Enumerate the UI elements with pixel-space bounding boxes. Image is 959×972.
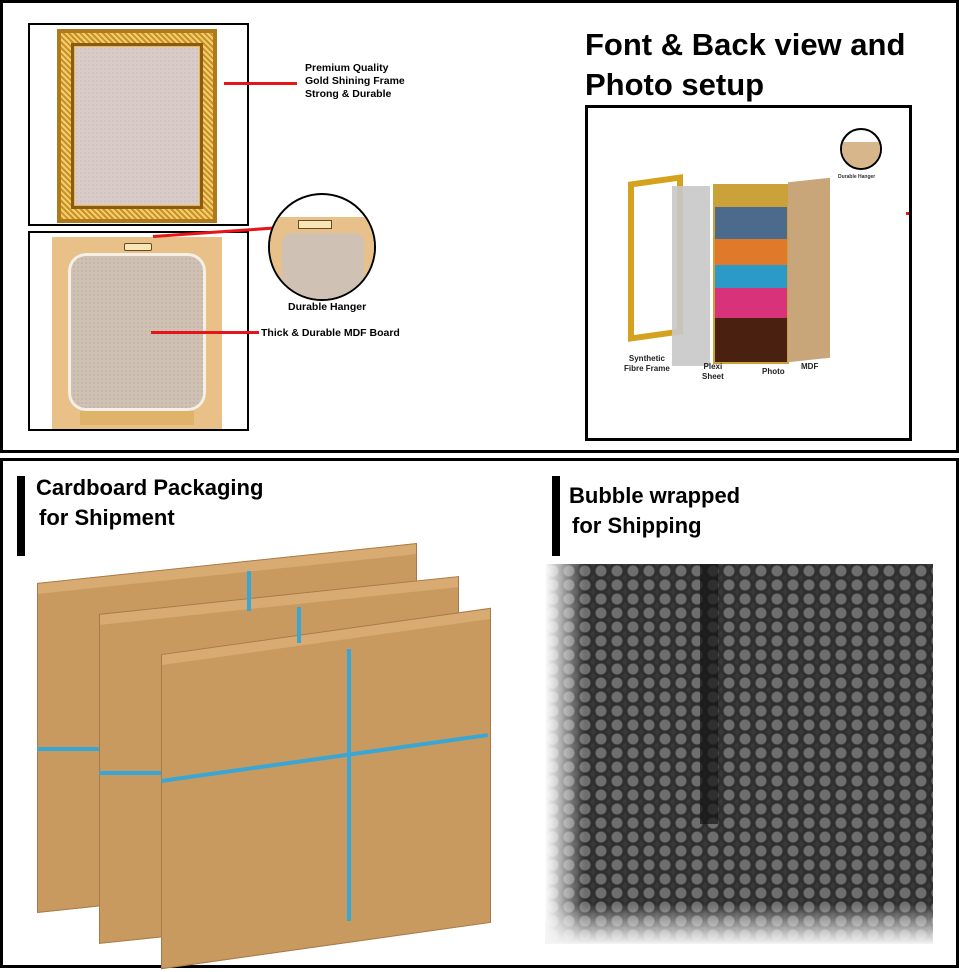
frame-features-panel: Premium Quality Gold Shining Frame Stron…: [0, 0, 959, 453]
label-synthetic-frame: Synthetic Fibre Frame: [624, 354, 670, 373]
plexi-sheet-layer: [672, 186, 710, 366]
label-photo: Photo: [762, 367, 785, 376]
mdf-layer: [788, 177, 830, 363]
hanger-zoom-circle: [268, 193, 376, 301]
mini-hanger-circle: [840, 128, 882, 170]
heading-accent-bar-2: [552, 476, 560, 556]
cardboard-cartons-image: [33, 543, 491, 970]
hanger-closeup-icon: [298, 220, 332, 229]
label-mdf: MDF: [801, 362, 819, 371]
photo-layer: [713, 184, 789, 364]
front-view-image: [28, 23, 249, 226]
packaging-panel: Cardboard Packaging for Shipment Bubble …: [0, 458, 959, 970]
bubble-wrap-image: [545, 564, 933, 944]
bubble-heading: Bubble wrapped for Shipping: [569, 483, 741, 538]
back-view-image: [28, 231, 249, 431]
mini-hanger-label: Durable Hanger: [838, 174, 876, 180]
heading-accent-bar: [17, 476, 25, 556]
vertical-strap: [347, 649, 351, 921]
label-plexi-sheet: Plexi Sheet: [702, 362, 724, 381]
carton-front: [161, 607, 491, 970]
hanger-icon: [124, 243, 152, 251]
hanger-label: Durable Hanger: [288, 301, 367, 313]
gold-frame-illustration: [57, 29, 217, 223]
mdf-board-label: Thick & Durable MDF Board: [261, 327, 400, 339]
photo-setup-diagram: Durable Hanger Synthetic Fibre Frame Ple…: [585, 105, 912, 441]
mdf-back-illustration: [52, 237, 222, 429]
red-marker: [906, 212, 909, 215]
callout-line-3: Strong & Durable: [305, 88, 392, 100]
setup-heading: Font & Back view and Photo setup: [585, 27, 906, 102]
frame-mat: [75, 47, 199, 205]
cardboard-heading: Cardboard Packaging for Shipment: [36, 475, 264, 530]
callout-line-2: Gold Shining Frame: [305, 75, 405, 87]
callout-line-1: Premium Quality: [305, 62, 389, 74]
callout-line-frame: [224, 82, 297, 85]
callout-line-mdf: [151, 331, 259, 334]
frame-quality-callout: Premium Quality Gold Shining Frame Stron…: [305, 62, 405, 101]
